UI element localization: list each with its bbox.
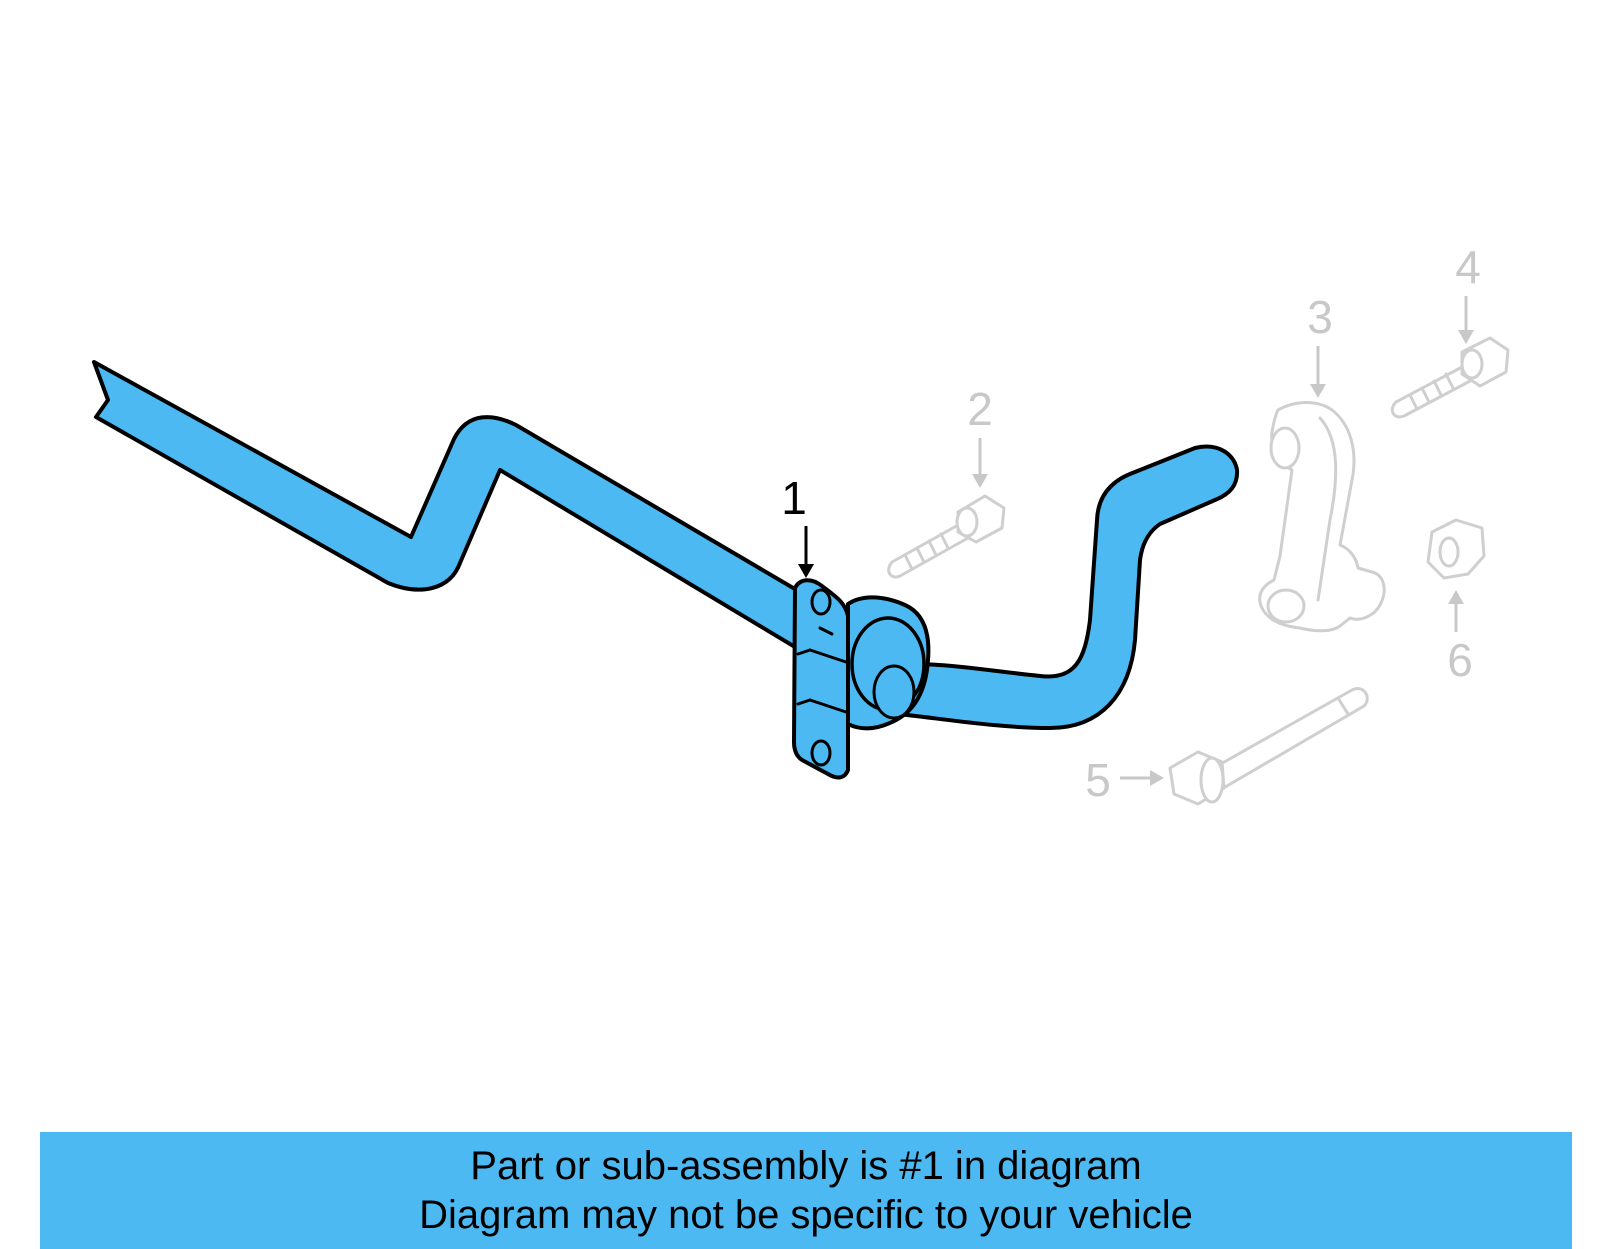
- callout-2-label: 2: [967, 383, 993, 435]
- bushing-bracket: [792, 578, 850, 780]
- callout-1-arrowhead: [798, 564, 814, 578]
- stabilizer-bar-body: [92, 360, 802, 652]
- bolt-4-shank: [1390, 364, 1474, 419]
- link-3-upper-ball: [1269, 426, 1301, 470]
- bracket-hole-top: [810, 588, 832, 616]
- bracket-edge-3: [796, 648, 812, 706]
- callout-1[interactable]: 1: [781, 472, 814, 578]
- bolt-2-threads: [903, 532, 950, 571]
- callout-4-label: 4: [1455, 241, 1481, 293]
- bolt-2-washer: [955, 506, 979, 538]
- callout-1-label: 1: [781, 472, 807, 524]
- callout-6-label: 6: [1447, 634, 1473, 686]
- part-2-bolt[interactable]: 2: [887, 383, 1006, 579]
- callout-6-arrowhead: [1448, 590, 1464, 604]
- part-3-link[interactable]: 3: [1258, 291, 1386, 633]
- part-5-bolt[interactable]: 5: [1085, 687, 1369, 806]
- part-6-nut[interactable]: 6: [1426, 518, 1486, 686]
- link-3-edge: [1316, 416, 1338, 602]
- info-banner: Part or sub-assembly is #1 in diagram Di…: [40, 1132, 1572, 1249]
- bolt-5-shank: [1208, 687, 1369, 792]
- banner-line-1: Part or sub-assembly is #1 in diagram: [470, 1143, 1142, 1188]
- callout-5-label: 5: [1085, 754, 1111, 806]
- link-3-lower-ball: [1266, 588, 1306, 624]
- bushing-inner: [872, 664, 916, 720]
- part-4-bolt[interactable]: 4: [1390, 241, 1510, 419]
- bracket-edge: [808, 648, 848, 664]
- bar-seam: [818, 626, 834, 636]
- bolt-2-shank: [887, 522, 970, 579]
- stabilizer-bar-end: [878, 444, 1240, 730]
- bolt-4-washer: [1460, 348, 1484, 380]
- bracket-edge-2: [808, 698, 848, 714]
- banner-line-2: Diagram may not be specific to your vehi…: [419, 1192, 1193, 1237]
- stabilizer-bar[interactable]: [92, 360, 1240, 780]
- bracket-hole-bottom: [810, 739, 832, 767]
- bolt-5-washer: [1199, 756, 1225, 804]
- bolt-4-threads: [1408, 372, 1455, 411]
- callout-5-arrowhead: [1150, 770, 1164, 786]
- callout-4-arrowhead: [1458, 330, 1474, 344]
- nut-6-hole: [1438, 536, 1460, 568]
- callout-3-label: 3: [1307, 291, 1333, 343]
- bolt-5-thread-end: [1336, 696, 1350, 716]
- callout-3-arrowhead: [1310, 384, 1326, 398]
- callout-2-arrowhead: [972, 474, 988, 488]
